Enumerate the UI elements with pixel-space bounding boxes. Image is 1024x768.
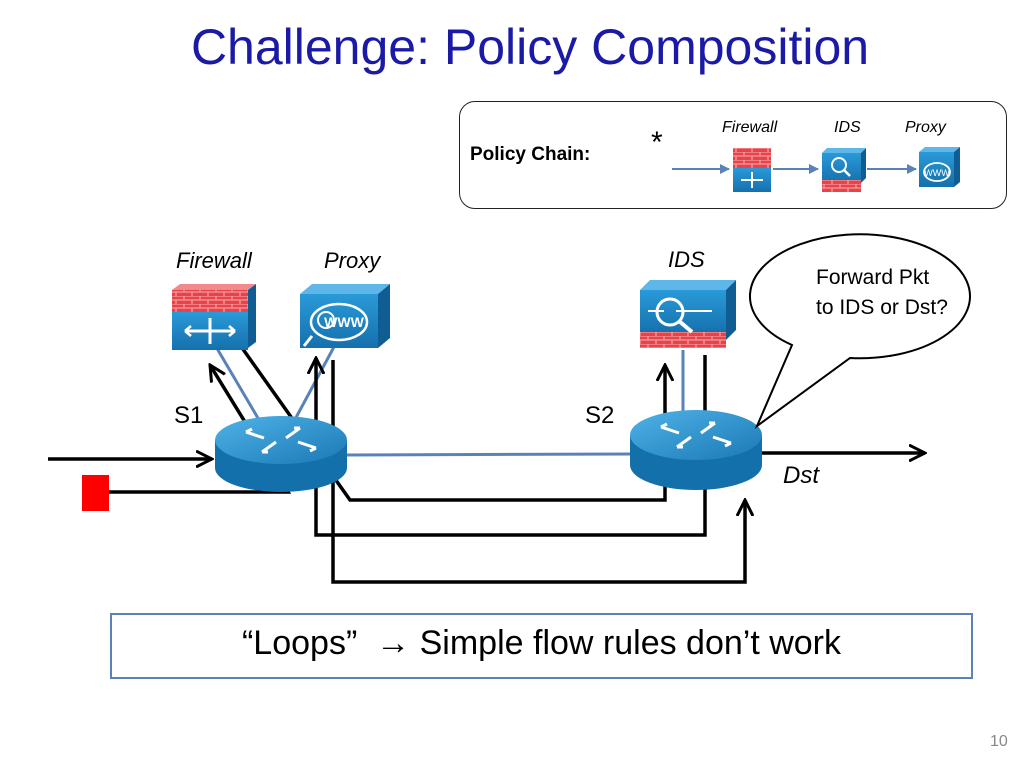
ids-icon <box>640 280 736 348</box>
firewall-icon <box>172 284 256 350</box>
chain-firewall-icon <box>733 148 771 192</box>
slide-title: Challenge: Policy Composition <box>190 19 870 75</box>
router-s2-icon <box>630 410 762 490</box>
policy-chain-wildcard: * <box>651 126 663 159</box>
chain-label-proxy: Proxy <box>905 119 946 136</box>
ids-label: IDS <box>668 247 705 272</box>
svg-text:WWW: WWW <box>924 168 950 178</box>
chain-ids-icon <box>822 148 866 192</box>
packet-marker <box>82 475 109 511</box>
page-number: 10 <box>990 733 1008 750</box>
callout-line-2: to IDS or Dst? <box>816 296 948 319</box>
policy-chain-diagram: WWW <box>672 147 960 192</box>
physical-links <box>213 344 685 457</box>
firewall-label: Firewall <box>176 248 252 273</box>
chain-proxy-icon: WWW <box>919 147 960 187</box>
callout-bubble <box>749 233 971 429</box>
policy-chain-box <box>459 101 1007 209</box>
chain-label-ids: IDS <box>834 119 861 136</box>
router-s1-icon <box>215 416 347 492</box>
switch-s2-label: S2 <box>585 402 615 429</box>
svg-text:WWW: WWW <box>324 314 364 330</box>
switch-s1-label: S1 <box>174 402 204 429</box>
takeaway-box <box>110 613 973 679</box>
proxy-icon: WWW <box>300 284 390 348</box>
callout-line-1: Forward Pkt <box>816 266 930 289</box>
takeaway-statement: Simple flow rules don’t work <box>419 624 842 662</box>
callout-text: Forward Pkt to IDS or Dst? <box>790 263 990 323</box>
right-arrow-icon: → <box>376 624 411 662</box>
policy-chain-label: Policy Chain: <box>470 144 591 165</box>
destination-label: Dst <box>783 462 819 489</box>
takeaway-loops: “Loops” <box>241 624 358 662</box>
chain-label-firewall: Firewall <box>722 119 778 136</box>
takeaway-text: “Loops” → Simple flow rules don’t work <box>110 624 973 663</box>
proxy-label: Proxy <box>324 248 381 273</box>
